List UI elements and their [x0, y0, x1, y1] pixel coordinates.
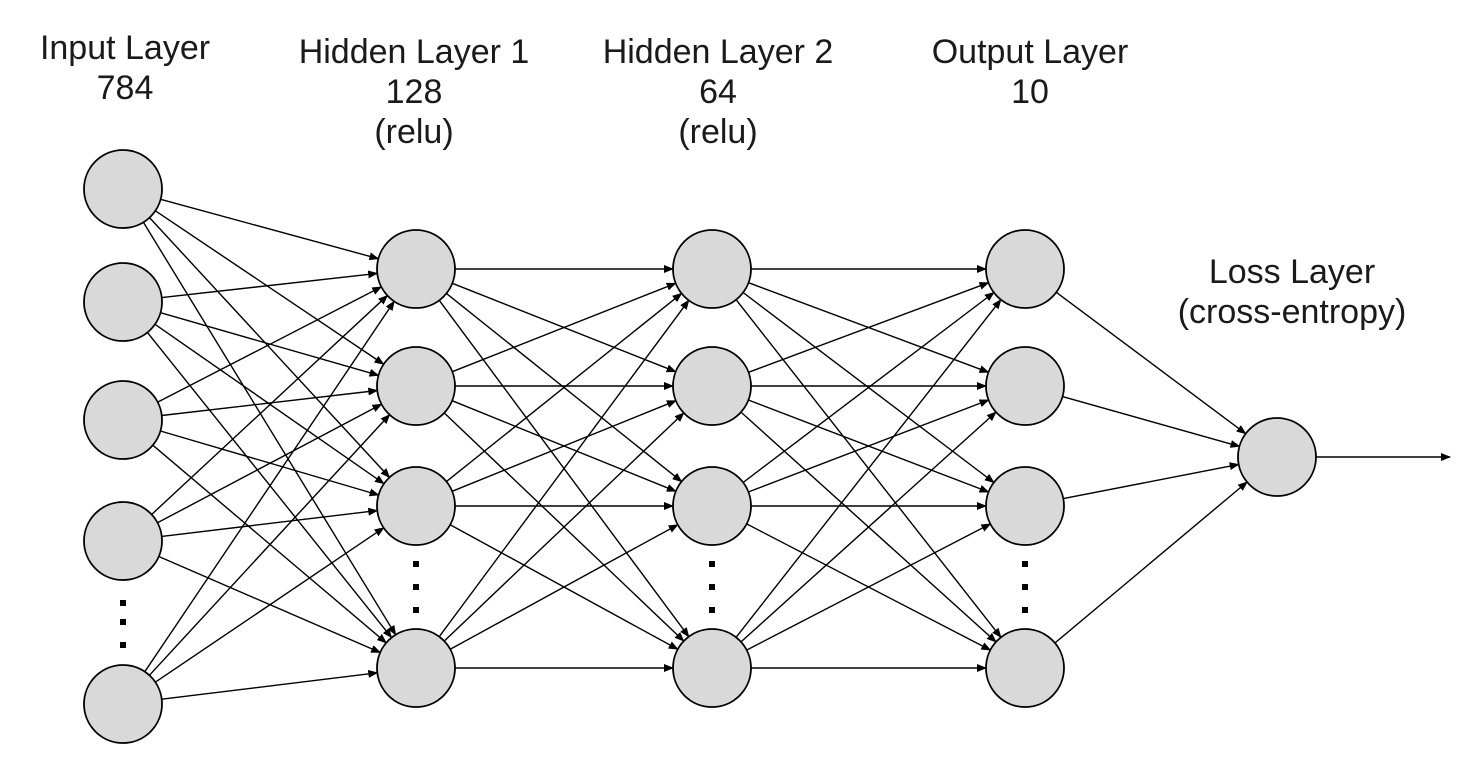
hidden1-neuron-2 — [376, 466, 456, 546]
output-neuron-2 — [985, 466, 1065, 546]
connection-input-4-to-hidden1-0 — [144, 300, 395, 673]
connection-input-4-to-hidden1-1 — [148, 413, 391, 676]
connection-hidden2-1-to-output-0 — [748, 282, 990, 373]
connection-input-1-to-hidden1-0 — [161, 270, 379, 299]
connection-input-0-to-hidden1-0 — [160, 198, 380, 261]
neurons — [83, 149, 1317, 744]
connection-hidden1-3-to-hidden2-2 — [449, 524, 679, 650]
hidden-layer-2-label: Hidden Layer 2 64 (relu) — [603, 32, 834, 152]
input-ellipsis-dot-2 — [120, 642, 126, 648]
output-layer-size: 10 — [1011, 73, 1049, 111]
input-neuron-0 — [83, 149, 163, 229]
input-ellipsis-dot-1 — [120, 619, 126, 625]
connection-hidden1-3-to-hidden2-1 — [443, 412, 685, 642]
connection-input-0-to-hidden1-1 — [155, 210, 385, 365]
hidden-layer-1-title: Hidden Layer 1 — [298, 33, 530, 71]
output-neuron-3 — [985, 628, 1065, 708]
input-ellipsis-dot-0 — [120, 600, 126, 606]
connections — [142, 198, 1451, 700]
connection-hidden2-2-to-output-0 — [742, 291, 995, 484]
connection-input-2-to-hidden1-0 — [157, 286, 383, 403]
connection-input-3-to-hidden1-0 — [151, 294, 389, 516]
connection-input-3-to-hidden1-2 — [161, 507, 379, 538]
connection-input-1-to-hidden1-3 — [146, 331, 393, 639]
output-ellipsis-dot-2 — [1022, 607, 1028, 613]
hidden-layer-2-title: Hidden Layer 2 — [602, 33, 834, 71]
output-layer-title: Output Layer — [931, 33, 1129, 71]
hidden1-ellipsis-dot-1 — [413, 584, 419, 590]
input-neuron-1 — [83, 262, 163, 342]
loss-layer-label: Loss Layer (cross-entropy) — [1178, 252, 1407, 332]
connection-hidden2-3-to-output-2 — [746, 523, 992, 651]
hidden1-ellipsis-dot-2 — [413, 607, 419, 613]
input-neuron-2 — [83, 380, 163, 460]
loss-layer-title: Loss Layer — [1208, 253, 1376, 291]
hidden1-neuron-1 — [376, 346, 456, 426]
input-layer-label: Input Layer 784 — [40, 28, 210, 108]
output-ellipsis-dot-0 — [1022, 561, 1028, 567]
hidden2-ellipsis-dot-0 — [709, 561, 715, 567]
hidden-layer-1-size: 128 — [385, 73, 443, 111]
hidden-layer-2-size: 64 — [699, 73, 737, 111]
hidden1-neuron-3 — [376, 628, 456, 708]
loss-neuron-0 — [1237, 417, 1317, 497]
hidden1-neuron-0 — [376, 229, 456, 309]
output-neuron-0 — [985, 229, 1065, 309]
output-ellipsis-dot-1 — [1022, 584, 1028, 590]
hidden2-ellipsis-dot-1 — [709, 584, 715, 590]
connection-output-2-to-loss-0 — [1063, 462, 1240, 500]
connection-hidden1-1-to-hidden2-0 — [452, 282, 677, 373]
connection-hidden2-3-to-output-0 — [735, 298, 1002, 638]
connection-input-3-to-hidden1-1 — [157, 403, 383, 524]
input-neuron-3 — [83, 501, 163, 581]
input-layer-size: 784 — [96, 69, 154, 107]
ellipsis-dots — [120, 561, 1028, 648]
connection-input-4-to-hidden1-3 — [161, 669, 379, 700]
connection-input-0-to-hidden1-2 — [148, 217, 391, 479]
input-layer-title: Input Layer — [39, 29, 211, 67]
hidden-layer-1-activation: (relu) — [374, 113, 454, 151]
connection-hidden1-3-to-hidden2-0 — [438, 299, 690, 638]
connection-output-0-to-loss-0 — [1055, 291, 1247, 435]
hidden-layer-1-label: Hidden Layer 1 128 (relu) — [299, 32, 530, 152]
input-neuron-4 — [83, 664, 163, 744]
hidden2-neuron-0 — [672, 229, 752, 309]
hidden2-neuron-3 — [672, 628, 752, 708]
connection-hidden1-2-to-hidden2-1 — [451, 400, 677, 492]
hidden2-neuron-1 — [672, 346, 752, 426]
hidden2-neuron-2 — [672, 466, 752, 546]
connection-output-3-to-loss-0 — [1054, 481, 1248, 644]
connection-input-0-to-hidden1-3 — [142, 221, 397, 636]
connection-hidden2-2-to-output-1 — [748, 399, 990, 493]
output-layer-label: Output Layer 10 — [932, 32, 1129, 112]
connection-hidden2-3-to-output-1 — [740, 411, 997, 643]
connection-hidden1-2-to-hidden2-0 — [445, 292, 683, 483]
hidden-layer-2-activation: (relu) — [678, 113, 758, 151]
output-neuron-1 — [985, 346, 1065, 426]
connection-input-1-to-hidden1-2 — [154, 323, 385, 485]
connection-input-4-to-hidden1-2 — [154, 527, 385, 683]
hidden2-ellipsis-dot-2 — [709, 607, 715, 613]
loss-layer-activation: (cross-entropy) — [1177, 293, 1407, 331]
connection-input-2-to-hidden1-1 — [161, 387, 379, 417]
hidden1-ellipsis-dot-0 — [413, 561, 419, 567]
connection-output-1-to-loss-0 — [1062, 395, 1241, 448]
